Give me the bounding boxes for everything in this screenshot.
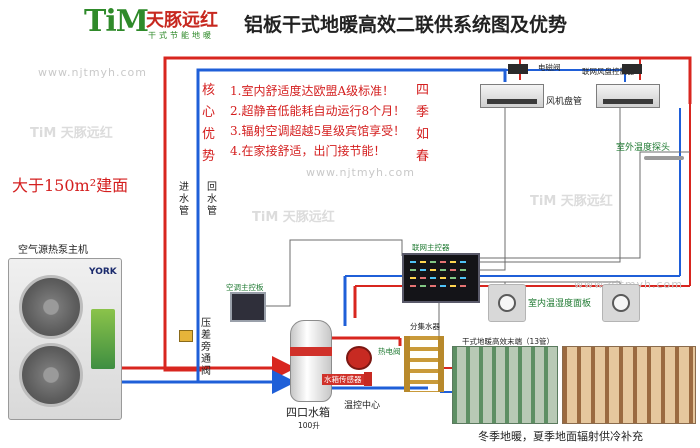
dry-floor-heating-image [452, 346, 558, 424]
water-tank [290, 320, 332, 402]
indoor-panel-icon [602, 284, 640, 322]
solenoid-valve-icon [622, 64, 642, 74]
bypass-valve-icon [179, 330, 193, 342]
solenoid-valve-icon [508, 64, 528, 74]
hot-valve-label: 热电阀 [378, 347, 401, 356]
tank-label: 四口水箱 [286, 406, 330, 419]
watermark-url: www.njtmyh.com [38, 66, 148, 79]
heat-pump-label: 空气源热泵主机 [18, 245, 88, 256]
ac-controller-panel [230, 292, 266, 322]
green-decor-panel [91, 309, 115, 369]
net-controller-label: 联网主控器 [412, 243, 450, 252]
manifold-label: 分集水器 [410, 322, 440, 331]
area-callout: 大于150m²建面 [12, 176, 129, 195]
supply-pipe-label: 进水管 [179, 182, 189, 217]
solenoid-label: 电磁阀 [538, 63, 561, 72]
thermostat-valve-icon [364, 372, 372, 386]
ac-controller-label: 空调主控板 [226, 283, 264, 292]
york-brand-label: YORK [89, 267, 117, 277]
circulation-pump-icon [346, 346, 372, 370]
probe-icon [644, 156, 684, 160]
indoor-panel-label: 室内温湿度面板 [528, 299, 592, 309]
indoor-panel-icon [488, 284, 526, 322]
fan-coil-label: 风机盘管 [546, 97, 583, 107]
watermark-url: www.njtmyh.com [306, 166, 416, 179]
fan-coil-unit [596, 84, 660, 108]
fan-coil-unit [480, 84, 544, 108]
heat-pump-unit: YORK [8, 258, 122, 420]
watermark-logo: TiM 天豚远红 [30, 126, 113, 141]
radiant-floor-image [562, 346, 696, 424]
diagram-title: 铝板干式地暖高效二联供系统图及优势 [244, 14, 568, 36]
fan-icon [19, 343, 83, 407]
advantages-suffix: 四季如春 [416, 83, 430, 164]
tank-sensor-label: 水箱传感器 [322, 374, 364, 385]
brand-logo-mark: TiM [84, 4, 149, 39]
manifold-icon [404, 336, 444, 392]
watermark-logo: TiM 天豚远红 [252, 210, 335, 225]
outdoor-probe-label: 室外温度探头 [616, 143, 671, 153]
advantage-item-4: 4.在家接舒适，出门接节能！ [230, 144, 386, 158]
brand-tagline: 干式节能地暖 [148, 31, 214, 40]
fan-icon [19, 275, 83, 339]
advantage-item-3: 3.辐射空调超越5星级宾馆享受！ [230, 124, 406, 138]
brand-name: 天豚远红 [146, 10, 218, 31]
net-controller-screen [402, 253, 480, 303]
return-pipe-label: 回水管 [207, 182, 217, 217]
fan-coil-controller-label: 联网风盘控制器 [582, 67, 635, 76]
dry-floor-label: 干式地暖高效末端（13管） [462, 337, 555, 346]
bypass-valve-label: 压差旁通阀 [201, 318, 211, 377]
watermark-logo: TiM 天豚远红 [530, 194, 613, 209]
bottom-caption: 冬季地暖，夏季地面辐射供冷补充 [478, 430, 643, 443]
advantage-item-1: 1.室内舒适度达欧盟A级标准！ [230, 84, 395, 98]
tank-volume-label: 100升 [298, 421, 320, 430]
return-pipe-line [120, 68, 507, 384]
advantage-item-2: 2.超静音低能耗自动运行8个月！ [230, 104, 406, 118]
temp-center-label: 温控中心 [344, 401, 381, 411]
advantages-side-label: 核心优势 [202, 83, 216, 164]
